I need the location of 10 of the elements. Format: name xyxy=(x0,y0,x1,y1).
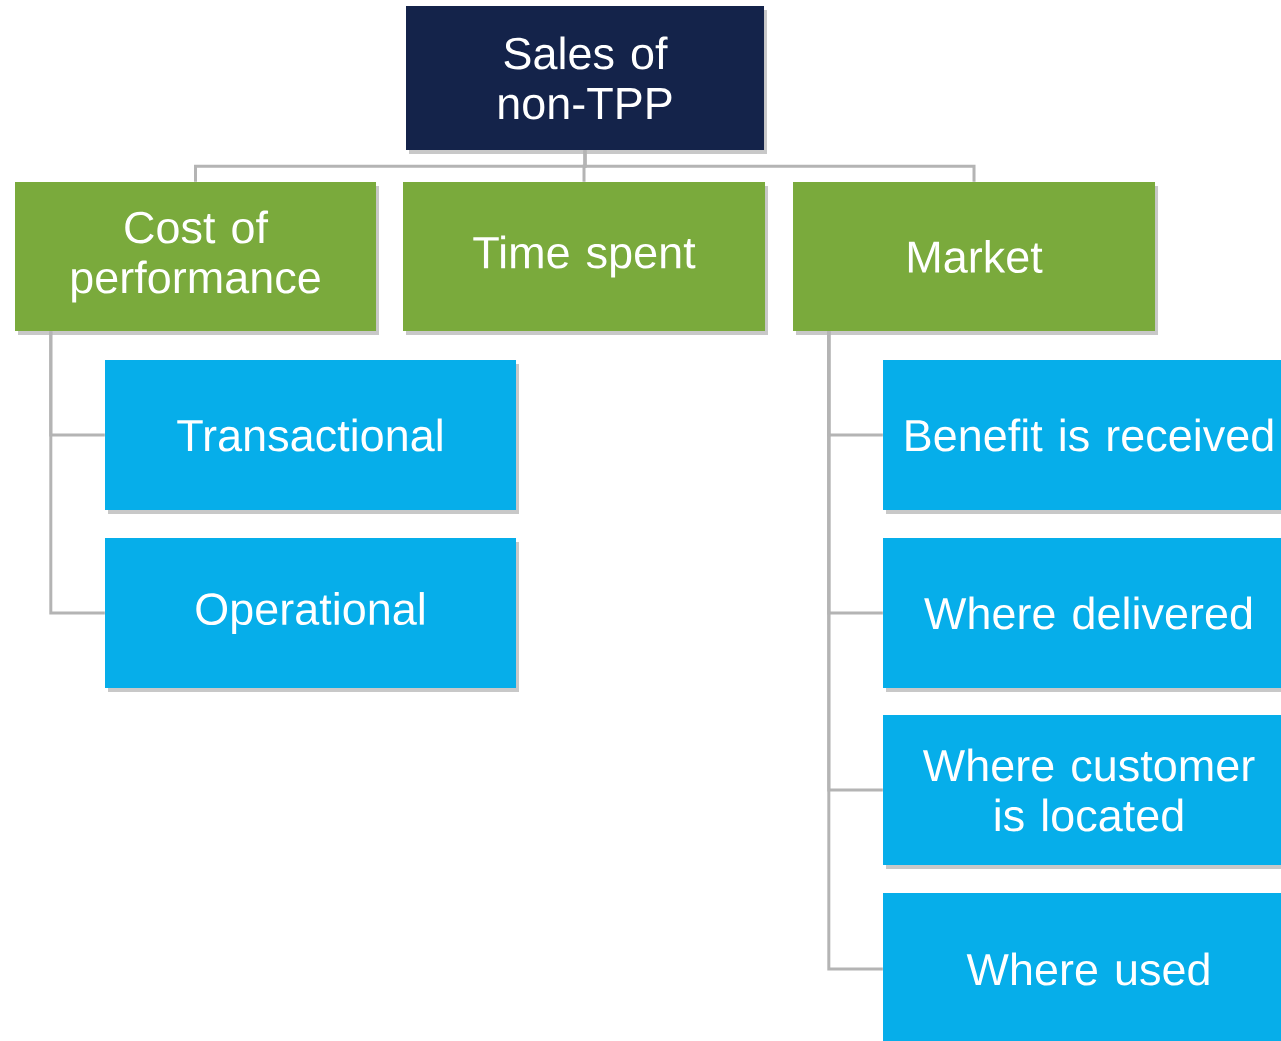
title-box: Sales of non-TPP xyxy=(406,6,767,154)
category-box: Cost of performance xyxy=(15,182,379,335)
item-box: Where customer is located xyxy=(883,715,1281,869)
item-box: Operational xyxy=(105,538,519,692)
category-box: Market xyxy=(793,182,1158,335)
item-box: Benefit is received xyxy=(883,360,1281,514)
item-box: Where delivered xyxy=(883,538,1281,692)
item-box: Where used xyxy=(883,893,1281,1041)
category-box: Time spent xyxy=(403,182,768,335)
item-box: Transactional xyxy=(105,360,519,514)
